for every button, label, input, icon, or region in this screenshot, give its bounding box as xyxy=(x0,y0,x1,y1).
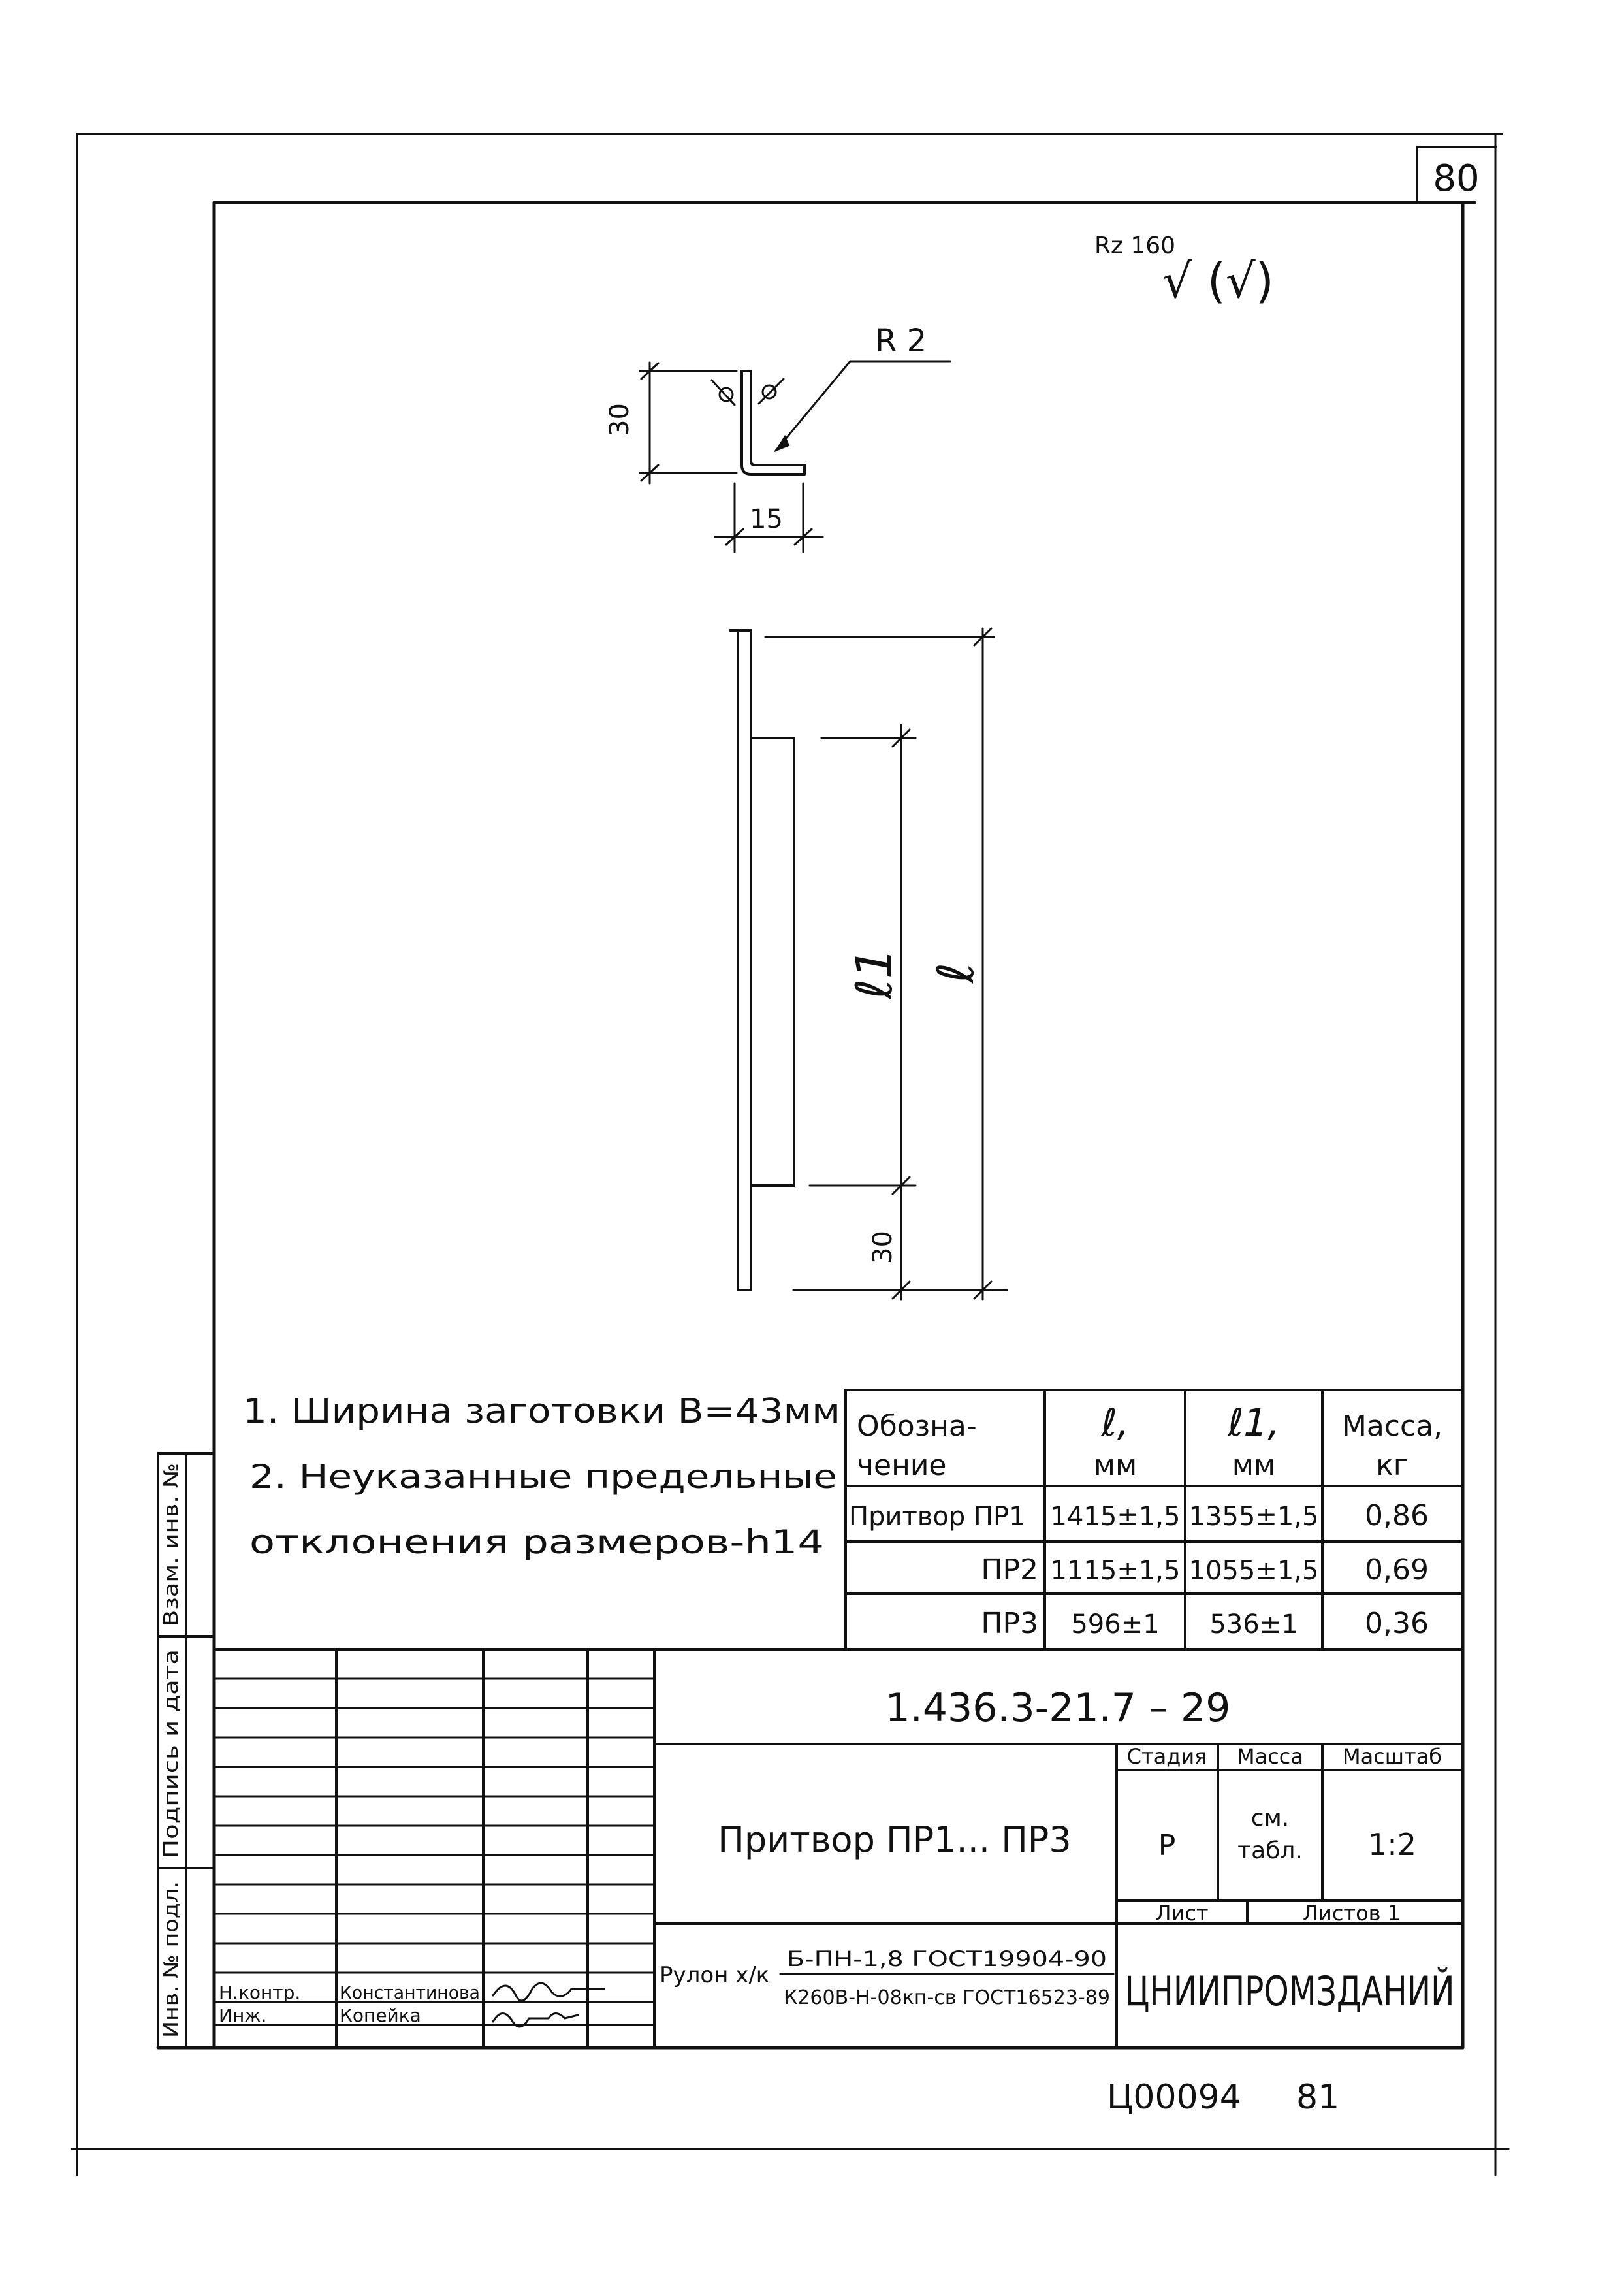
side-stamp-columns xyxy=(157,1452,215,2049)
table-header: Обозна- чение ℓ, мм ℓ1, мм Масса, кг xyxy=(857,1400,1442,1482)
mass-label: Масса xyxy=(1237,1744,1303,1769)
roughness-symbol: √ (√) xyxy=(1162,253,1274,308)
mass-value-2: табл. xyxy=(1237,1837,1303,1864)
table-row-2-mass: 0,69 xyxy=(1365,1553,1429,1587)
side-stamp-replacement: Взам. инв. № xyxy=(160,1463,183,1626)
table-row-1-l: 1415±1,5 xyxy=(1051,1502,1181,1532)
table-row-2-l1: 1055±1,5 xyxy=(1189,1556,1319,1586)
table-row-2-designation: ПР2 xyxy=(981,1553,1038,1587)
page-number-box xyxy=(1416,146,1497,204)
scale-label: Масштаб xyxy=(1343,1744,1442,1769)
table-header-designation-2: чение xyxy=(857,1449,947,1482)
document-name: Притвор ПР1... ПР3 xyxy=(718,1819,1071,1860)
stage-label: Стадия xyxy=(1127,1744,1207,1769)
outer-trim-lines xyxy=(71,133,1510,2176)
sheets-label: Листов 1 xyxy=(1303,1901,1401,1926)
table-header-l-unit: мм xyxy=(1094,1449,1137,1482)
notes: 1. Ширина заготовки В=43мм 2. Неуказанны… xyxy=(243,1392,840,1561)
angle-cross-section xyxy=(639,360,951,553)
footer-page: 81 xyxy=(1296,2078,1339,2117)
table-row-1-l1: 1355±1,5 xyxy=(1189,1502,1319,1532)
strip-elevation xyxy=(729,627,1008,1301)
section-dim-width: 15 xyxy=(750,504,783,534)
note-2-continued: отклонения размеров-h14 xyxy=(249,1523,824,1561)
section-dim-height: 30 xyxy=(605,403,635,436)
table-row-1-mass: 0,86 xyxy=(1365,1499,1429,1532)
note-1: 1. Ширина заготовки В=43мм xyxy=(243,1392,840,1431)
table-row-3-designation: ПР3 xyxy=(981,1607,1038,1640)
table-body: Притвор ПР1 1415±1,5 1355±1,5 0,86 ПР2 1… xyxy=(849,1499,1429,1640)
organization-name: ЦНИИПРОМЗДАНИЙ xyxy=(1125,1967,1455,2015)
side-stamp-inventory: Инв. № подл. xyxy=(160,1881,183,2038)
elevation-dim-30: 30 xyxy=(868,1231,898,1264)
table-row-3-l1: 536±1 xyxy=(1209,1609,1298,1640)
table-header-designation: Обозна- xyxy=(857,1410,977,1443)
stage-value: Р xyxy=(1158,1829,1176,1862)
scale-value: 1:2 xyxy=(1368,1827,1416,1862)
table-row-3-mass: 0,36 xyxy=(1365,1607,1429,1640)
table-row-2-l: 1115±1,5 xyxy=(1051,1556,1181,1586)
signature-role-2: Инж. xyxy=(219,2005,266,2026)
signature-role-1: Н.контр. xyxy=(219,1982,300,2003)
material-top: Б-ПН-1,8 ГОСТ19904-90 xyxy=(787,1947,1107,1971)
signature-name-2: Копейка xyxy=(340,2005,421,2026)
table-header-mass: Масса, xyxy=(1342,1410,1442,1443)
document-designation: 1.436.3-21.7 – 29 xyxy=(885,1685,1231,1731)
elevation-dim-l1: ℓ1 xyxy=(845,947,903,1001)
table-header-mass-unit: кг xyxy=(1376,1449,1409,1482)
table-row-3-l: 596±1 xyxy=(1071,1609,1159,1640)
table-header-l1: ℓ1, xyxy=(1227,1400,1279,1445)
mass-value-1: см. xyxy=(1251,1805,1289,1832)
section-radius: R 2 xyxy=(875,323,927,359)
parameters-table xyxy=(844,1389,1464,1651)
elevation-dim-l: ℓ xyxy=(927,963,985,984)
signature-name-1: Константинова xyxy=(340,1982,480,2003)
signature-scribble-2 xyxy=(492,2012,579,2028)
title-block-grid xyxy=(213,1648,1464,2049)
roughness-value: Rz 160 xyxy=(1094,233,1175,259)
table-header-l: ℓ, xyxy=(1101,1400,1129,1445)
side-stamp-signature-date: Подпись и дата xyxy=(160,1649,183,1858)
material-prefix: Рулон х/к xyxy=(660,1962,769,1988)
signature-scribble-1 xyxy=(492,1982,605,2002)
note-2: 2. Неуказанные предельные xyxy=(249,1458,837,1496)
table-header-l1-unit: мм xyxy=(1232,1449,1275,1482)
footer-code: Ц00094 xyxy=(1107,2078,1241,2117)
material-bottom: К260В-Н-08кп-св ГОСТ16523-89 xyxy=(784,1986,1110,2009)
sheet-label: Лист xyxy=(1155,1901,1208,1926)
table-row-1-designation: Притвор ПР1 xyxy=(849,1502,1026,1532)
signature-grid-rows xyxy=(213,1677,656,2026)
page-number: 80 xyxy=(1433,157,1479,200)
